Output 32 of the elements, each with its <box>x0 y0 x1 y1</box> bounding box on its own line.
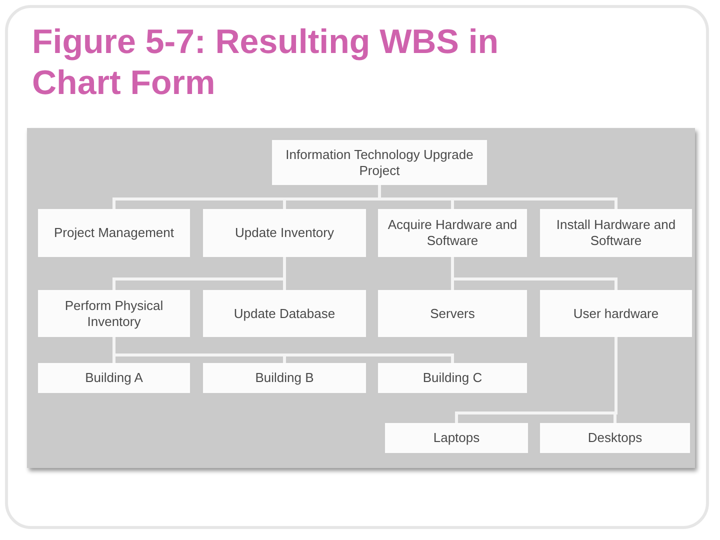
task-label: Update Inventory <box>234 225 334 241</box>
task-label: Information Technology Upgrade Project <box>284 146 474 178</box>
wbs-task-box <box>203 363 366 393</box>
wbs-task-box <box>540 290 692 337</box>
task-label: Building B <box>255 370 314 386</box>
task-label: Install Hardware and Software <box>555 217 677 249</box>
wbs-task-box <box>385 423 528 453</box>
connector-line <box>451 257 618 290</box>
slide-title: Figure 5-7: Resulting WBS in Chart Form <box>32 22 500 104</box>
wbs-task-box <box>203 209 366 257</box>
wbs-task-box <box>38 209 190 257</box>
task-label: Building A <box>85 370 143 386</box>
connector-line <box>378 185 618 209</box>
task-label: User hardware <box>573 306 659 322</box>
wbs-task-box <box>540 423 690 453</box>
wbs-task-box <box>38 363 190 393</box>
wbs-task-box <box>540 209 692 257</box>
connector-line <box>112 337 454 363</box>
wbs-task-box <box>378 290 527 337</box>
task-label: Update Database <box>234 306 336 322</box>
wbs-task-box <box>38 290 190 337</box>
task-label: Desktops <box>588 430 642 446</box>
task-label: Acquire Hardware and Software <box>386 217 518 249</box>
wbs-task-box <box>378 209 527 257</box>
task-label: Perform Physical Inventory <box>64 298 164 330</box>
wbs-task-box <box>203 290 366 337</box>
wbs-task-box <box>272 140 487 185</box>
wbs-task-box <box>378 363 527 393</box>
task-label: Servers <box>430 306 475 322</box>
task-label: Building C <box>422 370 482 386</box>
task-label: Laptops <box>433 430 480 446</box>
task-label: Project Management <box>54 225 174 241</box>
